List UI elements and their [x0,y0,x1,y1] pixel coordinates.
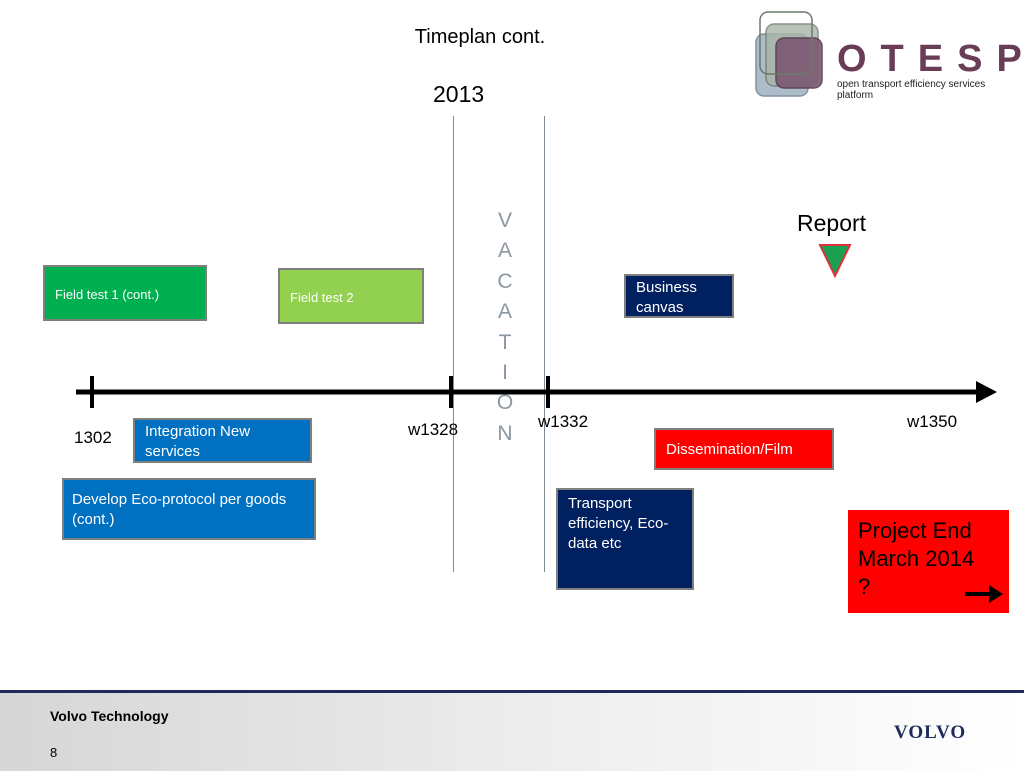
project-end-line1: Project End [858,518,972,543]
dissemination-label: Dissemination/Film [666,441,793,458]
week-label-w1350: w1350 [907,412,958,431]
project-end-box: Project End March 2014 ? [848,510,1009,613]
business-canvas-label: Business canvas [636,279,697,316]
project-end-line3: ? [858,574,871,599]
volvo-logo: VOLVO [894,722,967,743]
footer-bar [0,690,1024,771]
field-test-1-box: Field test 1 (cont.) [43,265,207,321]
dissemination-box: Dissemination/Film [654,428,834,470]
integration-box: Integration New services [133,418,312,463]
business-canvas-box: Business canvas [624,274,734,318]
timeline-axis [76,376,997,408]
field-test-2-box: Field test 2 [278,268,424,324]
eco-protocol-label: Develop Eco-protocol per goods (cont.) [72,491,287,528]
slide-title: Timeplan cont. [414,26,546,48]
field-test-1-label: Field test 1 (cont.) [55,287,160,302]
page-number: 8 [50,745,58,760]
week-label-start: 1302 [74,428,112,447]
footer-company: Volvo Technology [50,708,169,724]
logo-tagline: open transport efficiency services platf… [837,79,986,101]
report-label: Report [797,210,867,236]
vacation-end-line [544,116,545,572]
arrow-right-icon [965,585,1003,603]
logo-wordmark: OTESP [837,38,1024,80]
otesp-logo-icon [755,11,823,97]
integration-label: Integration New services [145,423,251,460]
year-label: 2013 [433,81,485,107]
report-milestone-icon [818,244,852,279]
transport-efficiency-label: Transport efficiency, Eco-data etc [568,495,669,552]
field-test-2-label: Field test 2 [290,290,354,305]
transport-efficiency-box: Transport efficiency, Eco-data etc [556,488,694,590]
project-end-line2: March 2014 [858,546,975,571]
eco-protocol-box: Develop Eco-protocol per goods (cont.) [62,478,316,540]
week-label-w1332: w1332 [538,412,589,431]
timeline-arrow-icon [976,381,997,403]
vacation-start-line [453,116,454,572]
week-label-w1328: w1328 [408,420,459,439]
